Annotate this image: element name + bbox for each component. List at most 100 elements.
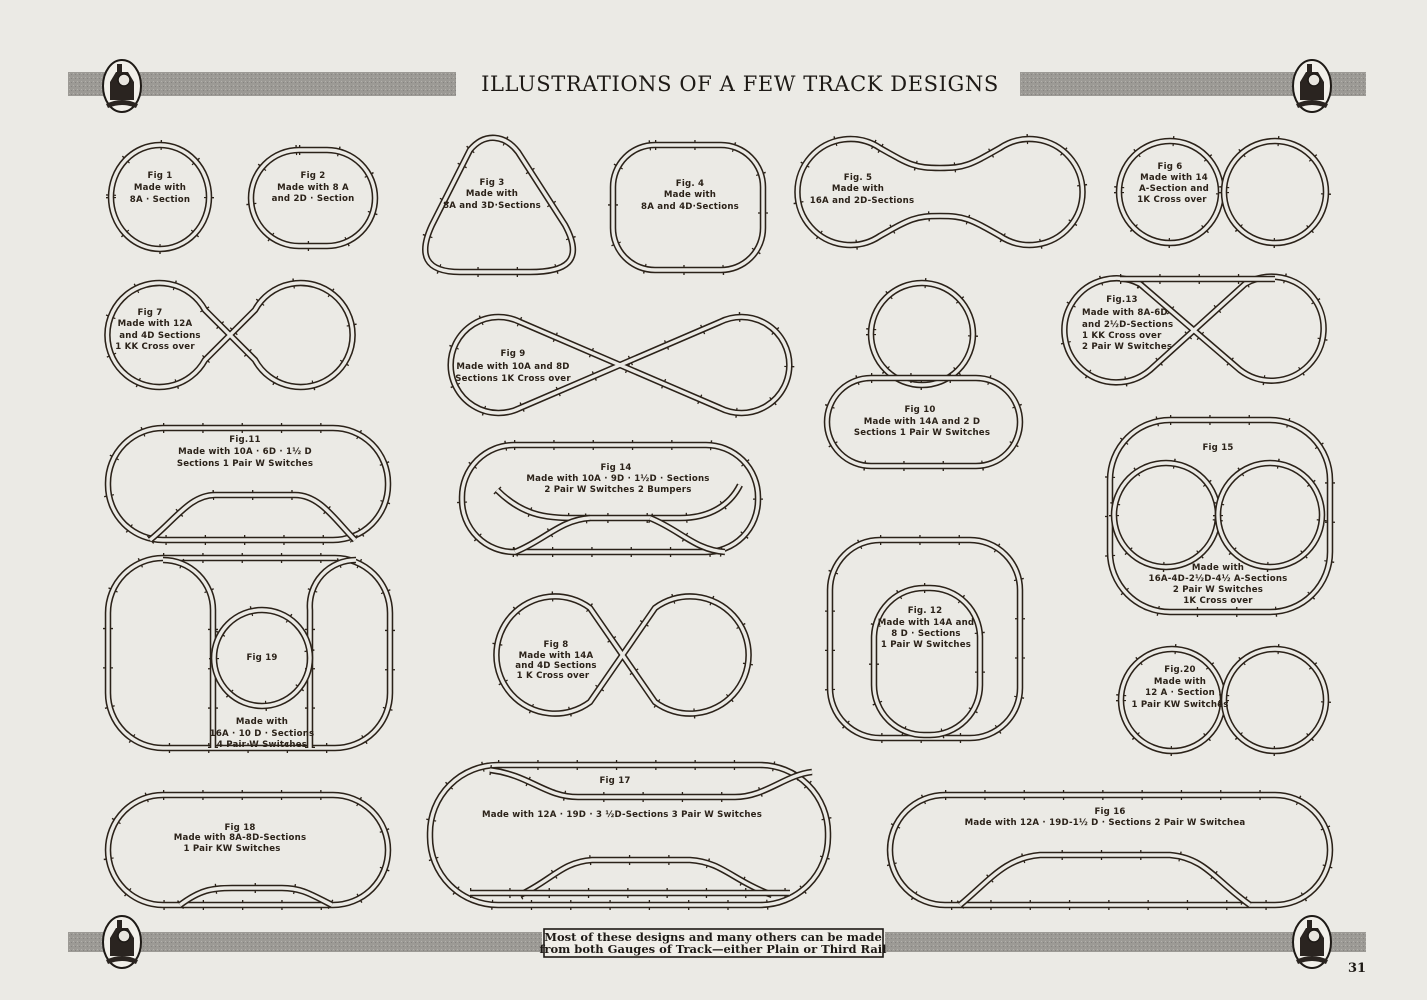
fig-17-label: Fig 17 Made with 12A · 19D · 3 ½D-Sectio… (482, 776, 762, 820)
fig-20-text: Made with (1154, 677, 1206, 687)
header-banner: ILLUSTRATIONS OF A FEW TRACK DESIGNS (68, 59, 1366, 113)
fig-3-label: Fig 3 Made with 8A and 3D·Sections (443, 178, 541, 211)
locomotive-logo-icon (102, 59, 142, 113)
fig-12-label: Fig. 12 Made with 14A and 8 D · Sections… (878, 606, 974, 650)
track-rail (1112, 461, 1220, 569)
footer-bar-right (885, 932, 1366, 952)
track-rail (958, 853, 1251, 907)
fig-1-track (105, 140, 215, 254)
fig-10-track (821, 278, 1026, 471)
fig-13-title: Fig.13 (1106, 295, 1137, 305)
fig-12-title: Fig. 12 (908, 606, 943, 616)
fig-9-track (445, 312, 795, 418)
fig-12-text: 8 D · Sections (891, 629, 960, 639)
track-rail (249, 148, 377, 248)
footer-note-line: Most of these designs and many others ca… (544, 930, 882, 944)
fig-3-track (420, 132, 578, 277)
track-rail (825, 535, 1025, 743)
track-rail (428, 763, 830, 907)
fig-8-text: 1 K Cross over (517, 671, 590, 681)
fig-7-title: Fig 7 (138, 308, 163, 318)
track-rail (869, 281, 975, 387)
fig-4-label: Fig. 4 Made with 8A and 4D·Sections (641, 179, 739, 212)
fig-5-text: 16A and 2D-Sections (810, 196, 915, 206)
fig-2-text: Made with 8 A (277, 183, 349, 193)
track-rail (519, 858, 773, 897)
fig-6-text: A-Section and (1139, 184, 1209, 194)
fig-8-title: Fig 8 (544, 640, 569, 650)
fig-10-title: Fig 10 (904, 405, 935, 415)
track-rail (106, 426, 390, 542)
fig-14-text: 2 Pair W Switches 2 Bumpers (544, 485, 691, 495)
fig-8-text: and 4D Sections (515, 661, 596, 671)
fig-17-track (425, 760, 833, 910)
fig-18-label: Fig 18 Made with 8A-8D-Sections 1 Pair K… (174, 823, 306, 854)
locomotive-logo-icon (1292, 915, 1332, 969)
track-rail (956, 850, 1253, 910)
footer-note-line: from both Gauges of Track—either Plain o… (539, 942, 887, 956)
fig-19-label: Fig 19 Made with 16A · 10 D · Sections 4… (210, 653, 315, 750)
fig-19-text: 4 Pair W Switches (217, 740, 307, 750)
fig-4-title: Fig. 4 (676, 179, 704, 189)
fig-11-text: Sections 1 Pair W Switches (177, 459, 313, 469)
fig-13-text: 2 Pair W Switches (1082, 342, 1172, 352)
track-rail (146, 490, 359, 544)
track-rail (106, 793, 390, 907)
track-rail (825, 376, 1022, 468)
track-rail (1216, 461, 1324, 569)
track-rail (148, 493, 357, 542)
fig-6-text: 1K Cross over (1137, 195, 1207, 205)
track-rail (1062, 275, 1326, 385)
fig-20-title: Fig.20 (1164, 665, 1195, 675)
track-rail (795, 137, 1085, 247)
fig-19-text: Made with (236, 717, 288, 727)
fig-15-text: 2 Pair W Switches (1173, 585, 1263, 595)
fig-12-text: 1 Pair W Switches (881, 640, 971, 650)
track-rail (162, 556, 217, 748)
fig-9-label: Fig 9 Made with 10A and 8D Sections 1K C… (455, 349, 571, 384)
track-rail (489, 766, 813, 801)
fig-19-text: 16A · 10 D · Sections (210, 729, 315, 739)
fig-15-text: 16A-4D-2½D-4½ A-Sections (1149, 573, 1288, 584)
fig-17-text: Made with 12A · 19D · 3 ½D-Sections 3 Pa… (482, 809, 762, 820)
fig-7-text: Made with 12A (118, 319, 193, 329)
track-diagrams (102, 132, 1336, 910)
fig-14-track (457, 440, 763, 557)
fig-15-track (1105, 415, 1335, 617)
fig-7-label: Fig 7 Made with 12A and 4D Sections 1 KK… (115, 308, 200, 352)
fig-11-title: Fig.11 (229, 435, 260, 445)
locomotive-logo-icon (1292, 59, 1332, 113)
track-rail (957, 851, 1252, 908)
fig-8-label: Fig 8 Made with 14A and 4D Sections 1 K … (515, 640, 596, 681)
track-rail (826, 536, 1024, 742)
fig-5-text: Made with (832, 184, 884, 194)
fig-9-text: Sections 1K Cross over (455, 374, 571, 384)
fig-13-text: and 2½D-Sections (1082, 319, 1173, 330)
track-rail (178, 886, 333, 907)
fig-7-text: 1 KK Cross over (115, 342, 195, 352)
fig-9-text: Made with 10A and 8D (456, 362, 569, 372)
fig-2-track (245, 145, 381, 251)
fig-15-text: 1K Cross over (1183, 596, 1253, 606)
fig-20-label: Fig.20 Made with 12 A · Section 1 Pair K… (1131, 665, 1228, 710)
track-rail (106, 556, 392, 750)
fig-18-track (102, 790, 394, 910)
fig-8-track (491, 591, 754, 719)
footer-banner: Most of these designs and many others ca… (68, 915, 1366, 976)
fig-4-track (608, 140, 768, 275)
track-rail (147, 491, 358, 543)
fig-18-title: Fig 18 (224, 823, 255, 833)
track-rail (611, 143, 765, 272)
fig-11-label: Fig.11 Made with 10A · 6D · 1½ D Section… (177, 435, 313, 469)
fig-13-text: Made with 8A-6D (1082, 308, 1168, 318)
fig-15-label: Fig 15 Made with 16A-4D-2½D-4½ A-Section… (1149, 443, 1288, 606)
track-rail (212, 608, 312, 708)
fig-9-title: Fig 9 (501, 349, 526, 359)
track-rail (105, 281, 355, 389)
fig-8-text: Made with 14A (519, 651, 594, 661)
fig-13-label: Fig.13 Made with 8A-6D and 2½D-Sections … (1082, 295, 1173, 352)
fig-2-title: Fig 2 (301, 171, 326, 181)
track-rail (109, 143, 211, 251)
fig-20-track (1115, 644, 1332, 756)
